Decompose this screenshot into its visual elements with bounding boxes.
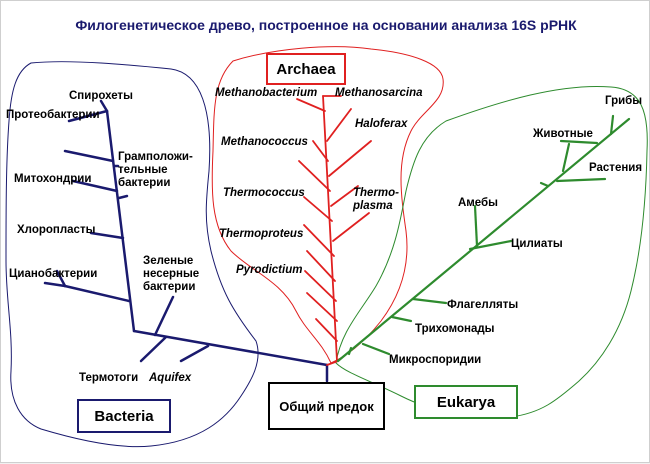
label-microsporidia: Микроспоридии: [389, 354, 482, 366]
label-thermotogae: Термотоги: [79, 372, 139, 384]
label-haloferax: Haloferax: [355, 118, 408, 130]
label-methanobacterium: Methanobacterium: [215, 87, 318, 99]
label-trichomonads: Трихомонады: [415, 323, 495, 335]
label-thermococcus: Thermococcus: [223, 187, 305, 199]
label-flagellates: Флагелляты: [447, 299, 519, 311]
bacteria-outline: [5, 61, 259, 448]
label-pyrodictium: Pyrodictium: [236, 264, 303, 276]
common-ancestor-box: Общий предок: [268, 382, 385, 430]
label-animals: Животные: [533, 128, 593, 140]
label-ciliates: Цилиаты: [511, 238, 563, 250]
label-thermoplasma: Thermo-plasma: [353, 187, 399, 212]
label-methanococcus: Methanococcus: [221, 136, 308, 148]
eukarya-domain-box: Eukarya: [414, 385, 518, 419]
label-mitochondria: Митохондрии: [14, 173, 92, 185]
eukarya-outline: [335, 85, 648, 419]
label-gram-positive: Грамположи-тельные бактерии: [118, 151, 193, 189]
archaea-tree: [296, 95, 372, 366]
label-chloroplasts: Хлоропласты: [17, 224, 96, 236]
label-amoebae: Амебы: [458, 197, 498, 209]
eukarya-tree: [336, 114, 631, 363]
label-spirochetes: Спирохеты: [69, 90, 133, 102]
label-fungi: Грибы: [605, 95, 643, 107]
bacteria-tree: [43, 99, 329, 383]
label-thermoproteus: Thermoproteus: [219, 228, 304, 240]
label-cyanobacteria: Цианобактерии: [9, 268, 98, 280]
label-methanosarcina: Methanosarcina: [335, 87, 423, 99]
label-proteobacteria: Протеобактерии: [6, 109, 100, 121]
page-title: Филогенетическое древо, построенное на о…: [75, 17, 577, 33]
bacteria-domain-box: Bacteria: [77, 399, 171, 433]
label-green-nonsulfur: Зеленые несерные бактерии: [143, 255, 200, 293]
archaea-outline: [211, 46, 444, 364]
label-aquifex: Aquifex: [149, 372, 192, 384]
archaea-domain-box: Archaea: [266, 53, 346, 85]
label-plants: Растения: [589, 162, 643, 174]
